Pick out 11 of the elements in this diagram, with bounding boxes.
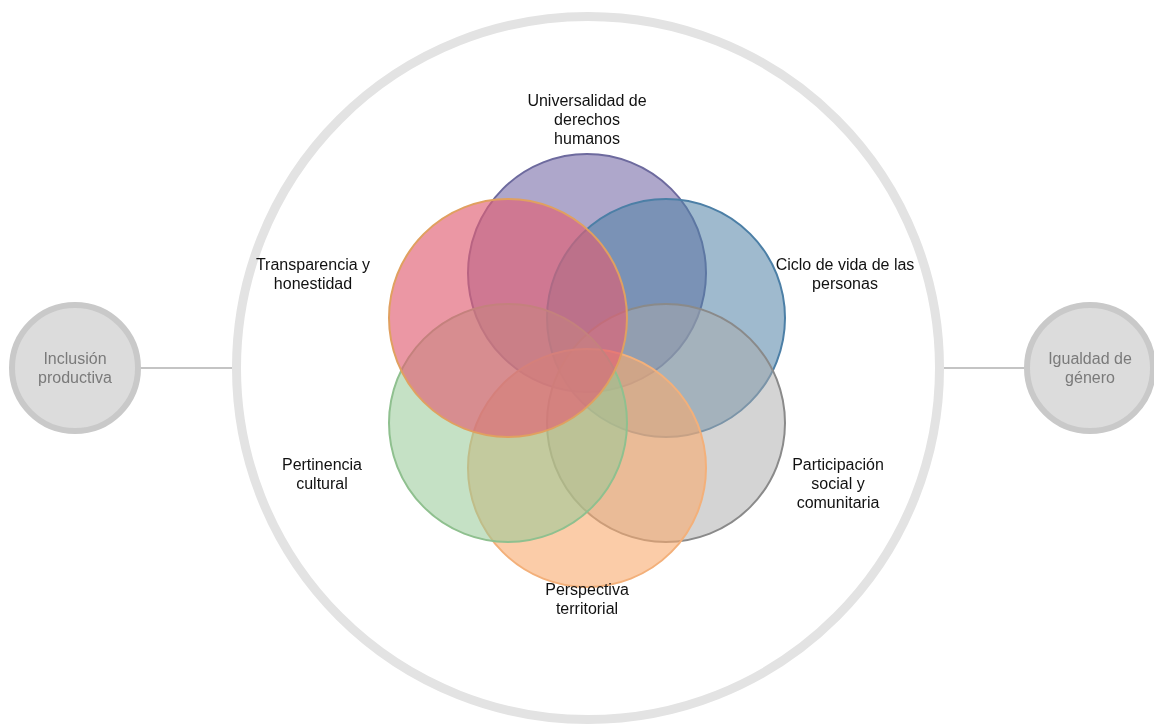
connector-line <box>140 367 233 369</box>
outer-circle <box>232 12 944 724</box>
circle-text: Inclusión productiva <box>37 349 113 387</box>
circle-text: Igualdad de género <box>1047 349 1133 387</box>
connector-line <box>943 367 1025 369</box>
circle-label: Perspectiva territorial <box>544 580 630 618</box>
circle-label: Universalidad de derechos humanos <box>526 91 648 148</box>
circle-label: Transparencia y honestidad <box>254 255 372 293</box>
circle-label: Pertinencia cultural <box>280 455 363 493</box>
circle-label: Participación social y comunitaria <box>791 455 885 512</box>
circle-label: Ciclo de vida de las personas <box>774 255 916 293</box>
